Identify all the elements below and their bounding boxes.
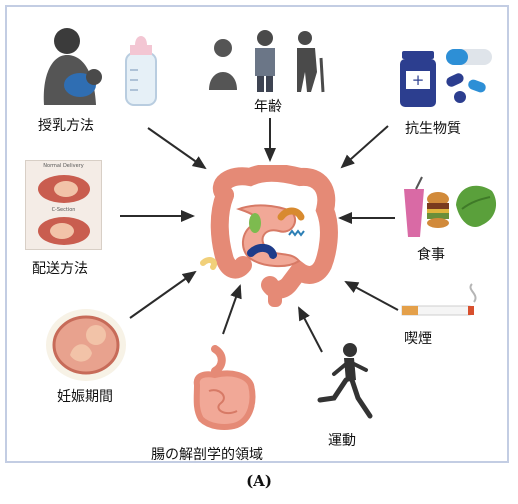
central-intestine-illustration	[200, 165, 338, 307]
svg-text:+: +	[412, 71, 425, 89]
arrow-feeding	[147, 127, 207, 170]
factor-label-feeding: 授乳方法	[38, 118, 94, 134]
cigarette-icon	[401, 283, 477, 316]
figure-caption: (A)	[246, 472, 272, 490]
factor-label-smoking: 喫煙	[404, 331, 432, 347]
arrow-antibiotics	[340, 125, 389, 169]
antibiotics-illustration: +	[400, 49, 492, 107]
age-illustration	[209, 30, 325, 93]
factor-label-delivery: 配送方法	[32, 261, 88, 277]
factor-label-exercise: 運動	[328, 433, 356, 449]
factor-label-diet: 食事	[417, 247, 445, 263]
factor-label-gestation: 妊娠期間	[57, 389, 113, 405]
delivery-mode-card: Normal Delivery C-Section	[25, 160, 102, 250]
arrow-smoking	[344, 281, 399, 311]
factor-label-age: 年齢	[254, 99, 282, 115]
arrow-gut-anatomy	[222, 284, 242, 335]
arrow-exercise	[298, 306, 323, 353]
delivery-csection-caption: C-Section	[51, 207, 76, 213]
gestation-illustration	[46, 309, 126, 381]
arrow-gestation	[129, 270, 197, 319]
factor-label-gut-anatomy: 腸の解剖学的領域	[151, 447, 263, 463]
running-person-icon	[317, 343, 373, 419]
breastfeeding-illustration	[43, 28, 157, 106]
gut-anatomy-illustration	[193, 345, 256, 430]
diet-illustration	[404, 176, 497, 237]
factor-label-antibiotics: 抗生物質	[405, 121, 461, 137]
delivery-normal-caption: Normal Delivery	[43, 163, 84, 169]
baby-bottle-icon	[125, 36, 157, 106]
